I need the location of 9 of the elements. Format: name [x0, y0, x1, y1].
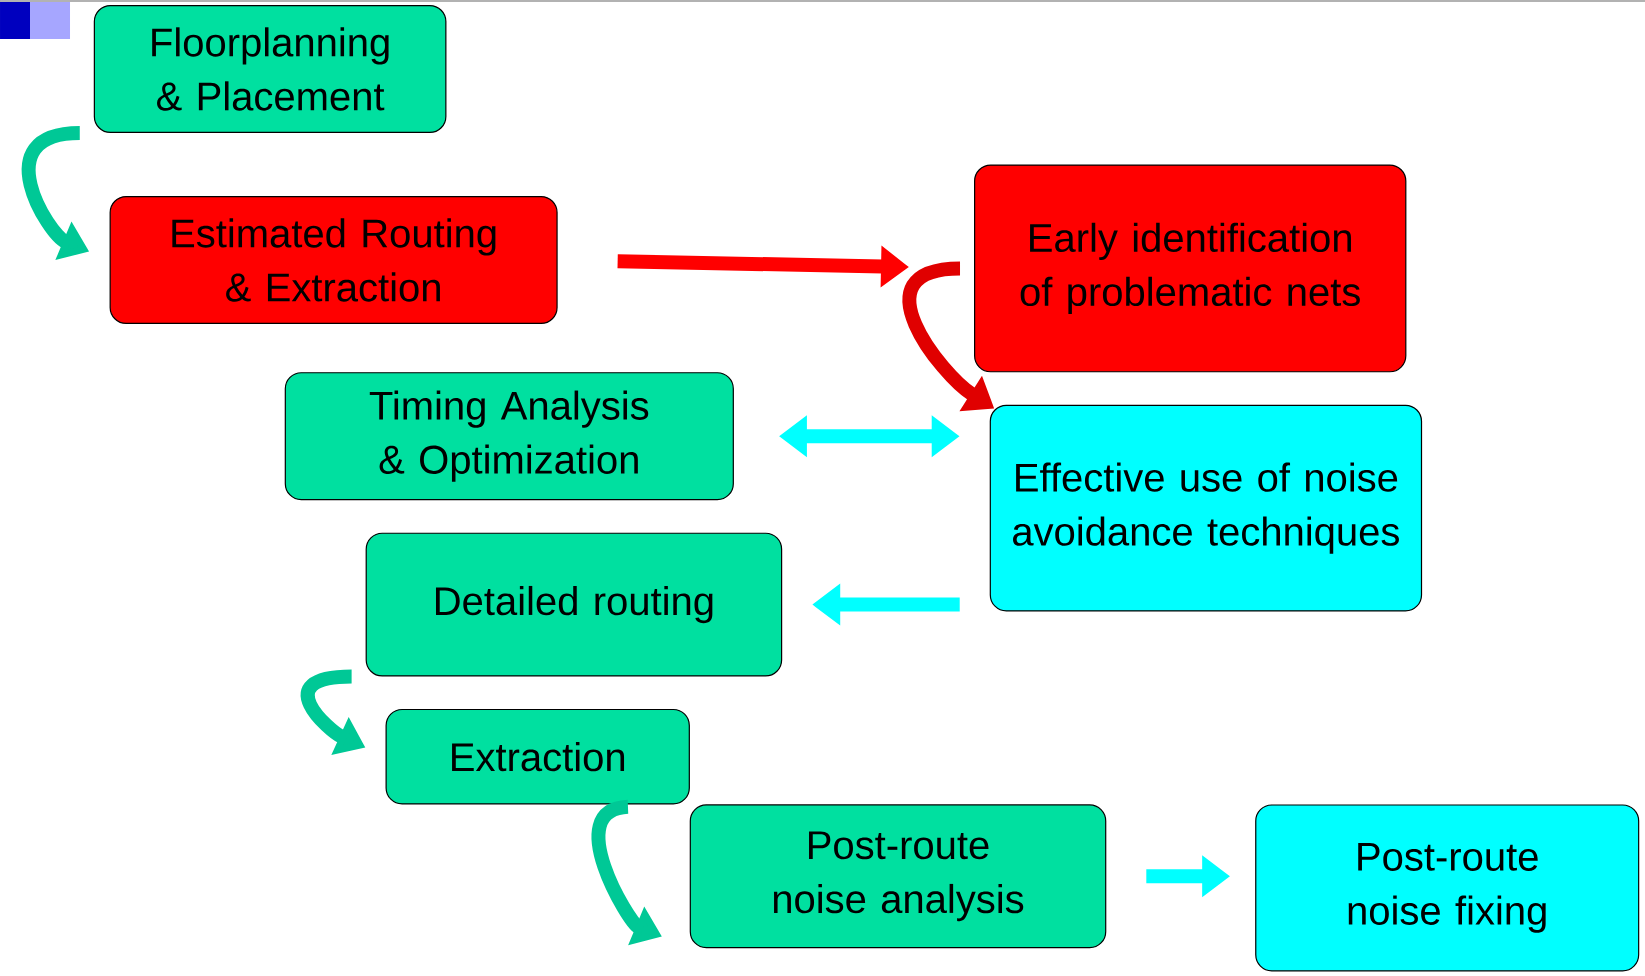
process-box: Early identification of problematic nets [974, 164, 1407, 373]
process-box: Post-route noise analysis [689, 804, 1107, 949]
process-box: Floorplanning & Placement [93, 4, 447, 134]
process-box: Detailed routing [365, 532, 783, 677]
process-box: Timing Analysis & Optimization [284, 372, 734, 501]
process-box: Post-route noise fixing [1255, 804, 1640, 972]
process-box: Extraction [385, 708, 690, 805]
process-box: Estimated Routing & Extraction [109, 195, 558, 325]
process-box: Effective use of noise avoidance techniques [989, 404, 1423, 612]
